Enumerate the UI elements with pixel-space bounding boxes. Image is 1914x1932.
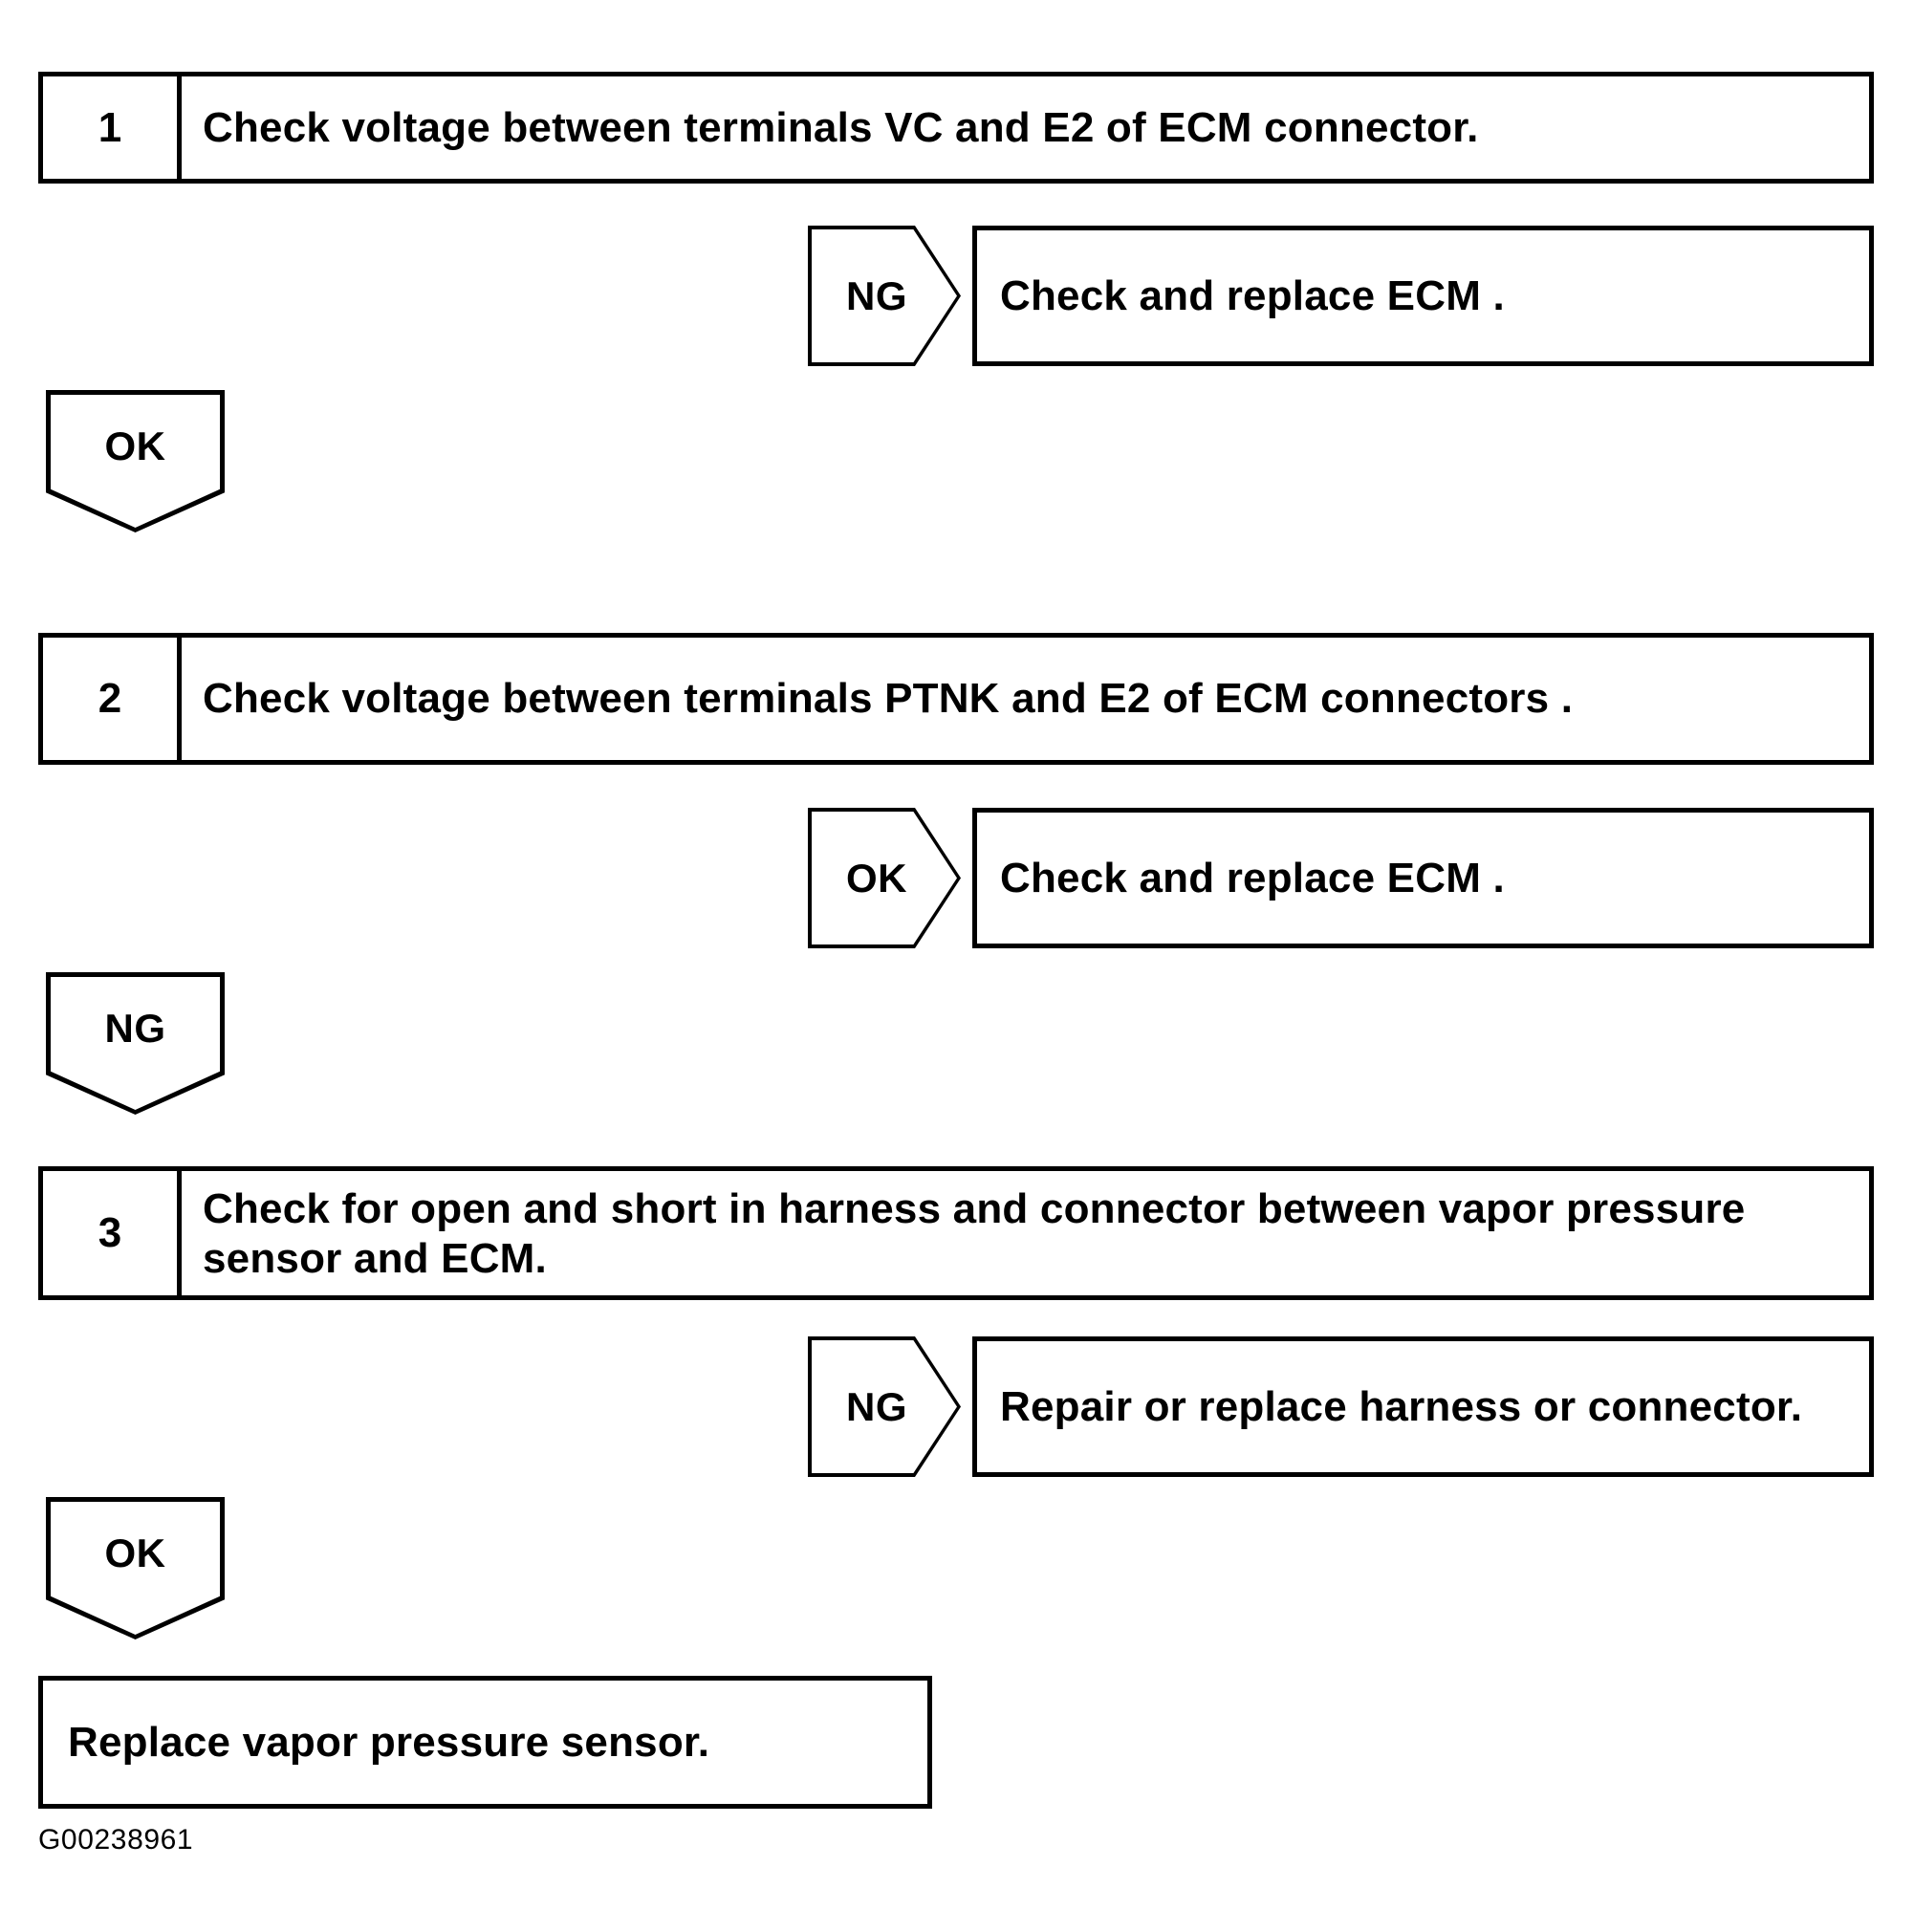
step-row-3: 3 Check for open and short in harness an…	[38, 1166, 1874, 1300]
branch-tag-label-2: OK	[846, 855, 907, 901]
continue-tag-label-3: OK	[104, 1530, 166, 1575]
step-number-3: 3	[43, 1171, 182, 1295]
step-instruction-1: Check voltage between terminals VC and E…	[203, 103, 1479, 151]
continue-tag-label-2: NG	[104, 1006, 166, 1051]
step-number-2: 2	[43, 638, 182, 760]
continue-tag-ok-3: OK	[46, 1497, 225, 1639]
figure-id-caption: G00238961	[38, 1824, 194, 1856]
branch-tag-ng-1-inner: NG	[812, 229, 957, 362]
continue-tag-ng-2: NG	[46, 972, 225, 1115]
branch-tag-ng-3-inner: NG	[812, 1340, 957, 1473]
continue-tag-ok-1-inner: OK	[51, 395, 220, 528]
continue-tag-ok-1: OK	[46, 390, 225, 532]
branch-result-box-2: Check and replace ECM .	[972, 808, 1874, 948]
branch-tag-ok-2: OK	[808, 808, 961, 948]
branch-row-1: NG Check and replace ECM .	[808, 226, 1874, 366]
branch-tag-label-3: NG	[846, 1383, 907, 1429]
branch-tag-ng-1: NG	[808, 226, 961, 366]
terminal-action-box: Replace vapor pressure sensor.	[38, 1676, 932, 1809]
branch-result-box-3: Repair or replace harness or connector.	[972, 1336, 1874, 1477]
branch-tag-label-1: NG	[846, 272, 907, 318]
branch-row-2: OK Check and replace ECM .	[808, 808, 1874, 948]
continue-tag-ng-2-inner: NG	[51, 977, 220, 1110]
continue-tag-label-1: OK	[104, 423, 166, 468]
step-number-1: 1	[43, 76, 182, 179]
step-instruction-2: Check voltage between terminals PTNK and…	[203, 675, 1574, 723]
step-instruction-3: Check for open and short in harness and …	[182, 1171, 1869, 1295]
step-instruction-3-line1: Check for open and short in harness and …	[203, 1185, 1746, 1232]
branch-result-box-1: Check and replace ECM .	[972, 226, 1874, 366]
step-instruction-3-line2: sensor and ECM.	[203, 1234, 547, 1282]
step-row-1: 1 Check voltage between terminals VC and…	[38, 72, 1874, 184]
branch-tag-ok-2-inner: OK	[812, 812, 957, 944]
continue-tag-ok-3-inner: OK	[51, 1502, 220, 1635]
step-row-2: 2 Check voltage between terminals PTNK a…	[38, 633, 1874, 765]
branch-tag-ng-3: NG	[808, 1336, 961, 1477]
branch-row-3: NG Repair or replace harness or connecto…	[808, 1336, 1874, 1477]
